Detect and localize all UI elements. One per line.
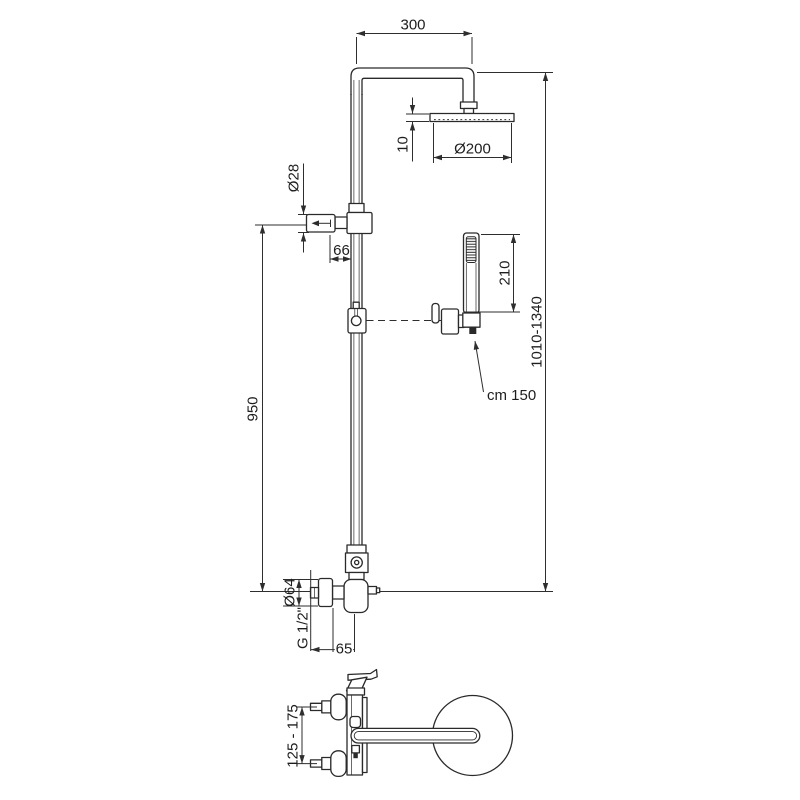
slider-screw <box>350 315 362 327</box>
dim-valve-offset: 65 <box>311 608 355 657</box>
wand-lower-grip <box>462 312 481 328</box>
holder-block <box>440 308 460 335</box>
holder-lever <box>431 302 440 324</box>
hose-note: cm 150 <box>473 340 536 404</box>
valve-cap <box>346 687 366 696</box>
mixer-valve <box>309 544 381 614</box>
inlet-flange <box>330 693 347 721</box>
thread-label-text: G 1/2" <box>295 607 312 649</box>
dim-flange-diameter: Ø64 <box>282 578 318 607</box>
dim-arm-reach: 300 <box>356 17 473 64</box>
valve-body-top-view <box>345 668 378 776</box>
arm-inner <box>353 731 478 741</box>
valve-outlet-stub <box>367 585 378 595</box>
diverter-valve <box>305 202 373 235</box>
dim-inlet-spacing: 125 - 175 <box>285 704 317 768</box>
label-mask <box>334 641 354 654</box>
hose-nipple <box>469 327 477 334</box>
inlet-nut <box>321 756 332 771</box>
head-connector-collar <box>463 107 475 115</box>
wall-connector <box>331 585 345 600</box>
dim-riser-length: 950 <box>245 224 306 592</box>
shower-head-disc <box>429 112 515 123</box>
plan-view: 125 - 175 <box>285 668 514 778</box>
cartridge-window <box>349 715 362 729</box>
diverter-body <box>346 211 373 235</box>
wall-flange <box>317 577 334 608</box>
arm-top-view <box>350 727 481 744</box>
dim-label-pipe-diameter: Ø28 <box>286 164 303 192</box>
lower-port-plug <box>353 753 358 759</box>
arm-inner-contour <box>361 77 464 102</box>
valve-top-collar <box>346 544 367 554</box>
dim-total-height: 1010-1340 <box>477 72 553 592</box>
handle-arrow-head <box>311 220 319 227</box>
valve-outlet-tip <box>375 587 381 594</box>
dim-label-head-thickness: 10 <box>395 136 412 153</box>
dim-label-diverter-offset: 66 <box>333 242 350 259</box>
inlet-flange <box>330 750 347 778</box>
dim-label-arm-reach: 300 <box>400 17 425 34</box>
valve-neck <box>348 571 365 581</box>
head-connector-nut <box>459 101 478 110</box>
hose-note-label: cm 150 <box>487 387 536 404</box>
dim-head-diameter: Ø200 <box>433 123 512 163</box>
dim-label-inlet-spacing: 125 - 175 <box>285 704 302 767</box>
arm-outer-contour <box>350 67 475 102</box>
dim-diverter-offset: 66 <box>329 235 352 263</box>
handshower-ribbed-grip <box>465 236 477 264</box>
dim-head-thickness: 10 <box>395 97 429 162</box>
lever-bar <box>347 668 378 681</box>
dim-label-valve-offset: 65 <box>336 640 353 657</box>
valve-screw-inner <box>353 559 360 566</box>
leader-line <box>473 340 484 393</box>
valve-body <box>343 578 369 614</box>
dim-label-handshower-length: 210 <box>497 260 514 285</box>
diverter-neck <box>334 216 348 230</box>
dim-label-total-height: 1010-1340 <box>529 296 546 368</box>
dim-handshower-length: 210 <box>465 234 520 313</box>
front-view: 300 10 Ø200 Ø28 66 <box>245 17 553 657</box>
dim-label-riser-length: 950 <box>245 396 262 421</box>
slider-bracket <box>347 301 441 334</box>
overhead-shower <box>429 101 515 123</box>
slider-knob <box>352 301 360 310</box>
dim-label-flange-diameter: Ø64 <box>282 578 299 606</box>
diverter-collar <box>348 202 365 214</box>
dim-label-head-diameter: Ø200 <box>454 141 491 158</box>
dim-pipe-diameter: Ø28 <box>286 163 309 253</box>
thread-label: G 1/2" <box>295 570 312 651</box>
lower-port <box>351 744 361 754</box>
arm-outer <box>350 727 481 744</box>
inlet-nut <box>321 700 332 714</box>
hand-shower <box>431 232 481 335</box>
